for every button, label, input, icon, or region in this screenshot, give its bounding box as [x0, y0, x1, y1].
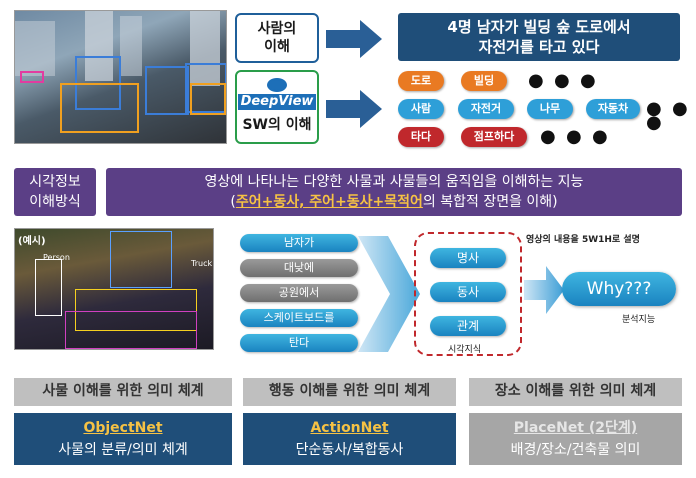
word-pill: 도로	[398, 71, 444, 91]
overlay-label-truck: Truck	[191, 259, 213, 268]
5w1h-caption: 영상의 내용을 5W1H로 설명	[526, 235, 640, 245]
action-header: 행동 이해를 위한 의미 체계	[243, 378, 456, 406]
place-header: 장소 이해를 위한 의미 체계	[469, 378, 682, 406]
description-line2: (주어+동사, 주어+동사+목적어의 복합적 장면을 이해)	[230, 192, 557, 212]
deepview-logo	[267, 78, 287, 92]
human-understanding-text: 사람의 이해	[257, 21, 297, 55]
objectnet-name: ObjectNet	[83, 420, 163, 436]
eye-icon	[267, 78, 287, 92]
word-pill: 자동차	[586, 99, 640, 119]
ellipsis: ● ● ●	[540, 126, 610, 147]
word-pill: 타다	[398, 127, 444, 147]
placenet-name: PlaceNet (2단계)	[513, 420, 638, 436]
street-photo	[14, 10, 227, 144]
human-understanding-label: 사람의 이해	[235, 13, 319, 63]
sentence-box: 4명 남자가 빌딩 숲 도로에서 자전거를 타고 있다	[398, 13, 680, 61]
placenet-box: PlaceNet (2단계) 배경/장소/건축물 의미	[469, 413, 682, 465]
ellipsis: ● ● ●	[528, 70, 598, 91]
description-line1: 영상에 나타나는 다양한 사물과 사물들의 움직임을 이해하는 지능	[204, 174, 584, 190]
analysis-caption: 분석지능	[622, 315, 656, 325]
method-label-text: 시각정보 이해방식	[29, 174, 81, 210]
knowledge-pill: 동사	[430, 282, 506, 302]
overlay-label-person: Person	[43, 253, 70, 262]
deepview-logo-text: DeepView	[237, 94, 317, 110]
example-tag: (예시)	[18, 236, 46, 247]
object-header: 사물 이해를 위한 의미 체계	[14, 378, 232, 406]
actionnet-desc: 단순동사/복합동사	[295, 442, 404, 458]
phrase-pill: 남자가	[240, 234, 358, 252]
sentence-text: 4명 남자가 빌딩 숲 도로에서 자전거를 타고 있다	[447, 18, 631, 56]
sw-understanding-box: DeepView SW의 이해	[235, 70, 319, 144]
why-text: Why???	[586, 279, 652, 299]
method-label: 시각정보 이해방식	[14, 168, 96, 216]
knowledge-pill: 명사	[430, 248, 506, 268]
example-photo: (예시) Person Truck	[14, 228, 214, 350]
word-pill: 사람	[398, 99, 444, 119]
knowledge-pill: 관계	[430, 316, 506, 336]
placenet-desc: 배경/장소/건축물 의미	[510, 442, 641, 458]
description-rest: 의 복합적 장면을 이해)	[422, 194, 558, 210]
objectnet-desc: 사물의 분류/의미 체계	[58, 442, 188, 458]
why-ellipse: Why???	[562, 272, 676, 306]
word-pill: 빌딩	[461, 71, 507, 91]
knowledge-caption: 시각지식	[448, 345, 482, 355]
phrase-pill: 대낮에	[240, 259, 358, 277]
phrase-pill: 탄다	[240, 334, 358, 352]
sw-understanding-text: SW의 이해	[242, 117, 312, 133]
arrow-right-icon	[524, 266, 564, 314]
arrow-right-icon	[326, 90, 382, 128]
word-pill: 점프하다	[461, 127, 527, 147]
chevron-arrow-icon	[358, 236, 420, 352]
visual-knowledge-group	[414, 232, 522, 356]
ellipsis: ● ● ●	[646, 98, 690, 133]
phrase-pill: 공원에서	[240, 284, 358, 302]
paren-open: (	[230, 194, 236, 210]
highlight-text: 주어+동사, 주어+동사+목적어	[235, 194, 423, 210]
word-pill: 나무	[527, 99, 573, 119]
objectnet-box: ObjectNet 사물의 분류/의미 체계	[14, 413, 232, 465]
arrow-right-icon	[326, 20, 382, 58]
actionnet-name: ActionNet	[310, 420, 389, 436]
actionnet-box: ActionNet 단순동사/복합동사	[243, 413, 456, 465]
phrase-pill: 스케이트보드를	[240, 309, 358, 327]
word-pill: 자전거	[458, 99, 514, 119]
method-description: 영상에 나타나는 다양한 사물과 사물들의 움직임을 이해하는 지능 (주어+동…	[106, 168, 682, 216]
